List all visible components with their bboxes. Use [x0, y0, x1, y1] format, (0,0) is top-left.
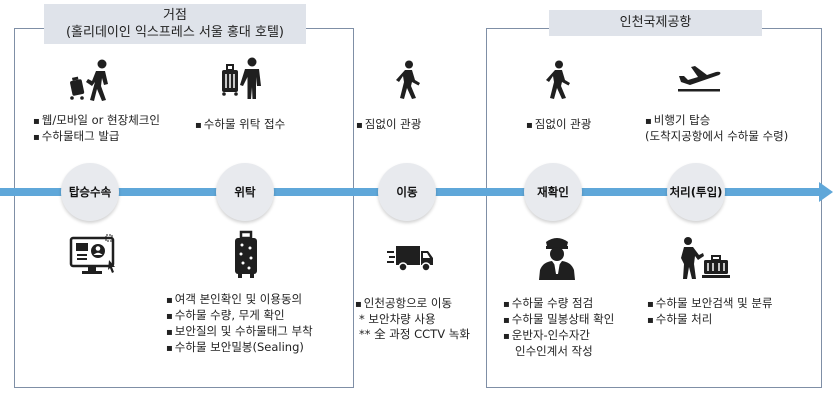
process-bottom-item-2: 수하물 처리 [647, 312, 773, 328]
recheck-top-item-1: 짐없이 관광 [526, 117, 592, 133]
recheck-bottom-item-1: 수하물 수량 점검 [503, 296, 614, 312]
web-checkin-computer-icon [69, 234, 115, 274]
stage-recheck: 재확인 [524, 163, 582, 221]
walking-person-icon [546, 60, 570, 99]
move-top-text: 짐없이 관광 [356, 117, 422, 133]
recheck-bottom-item-3: 운반자-인수자간 [503, 328, 614, 344]
consign-bottom-item-1: 여객 본인확인 및 이용동의 [166, 292, 313, 308]
recheck-bottom-item-4: 인수인계서 작성 [515, 344, 593, 358]
recheck-bottom-text: 수하물 수량 점검 수하물 밀봉상태 확인 운반자-인수자간 인수인계서 작성 [503, 296, 615, 359]
people-with-luggage-icon [222, 57, 261, 99]
stage-recheck-label: 재확인 [537, 185, 569, 199]
checkin-top-text: 웹/모바일 or 현장체크인 수하물태그 발급 [33, 113, 160, 145]
walking-person-icon [396, 60, 420, 99]
stage-move-label: 이동 [396, 185, 418, 199]
consign-bottom-item-2: 수하물 수량, 무게 확인 [166, 308, 313, 324]
move-bottom-item-1: 인천공항으로 이동 [355, 296, 470, 312]
recheck-top-text: 짐없이 관광 [526, 117, 592, 133]
checkin-top-item-1: 웹/모바일 or 현장체크인 [33, 113, 160, 129]
consign-top-text: 수하물 위탁 접수 [195, 117, 285, 133]
consign-bottom-text: 여객 본인확인 및 이용동의 수하물 수량, 무게 확인 보안질의 및 수하물태… [166, 292, 313, 356]
move-bottom-item-2: * 보안차량 사용 [359, 312, 436, 326]
consign-bottom-item-3: 보안질의 및 수하물태그 부착 [166, 324, 313, 340]
baggage-handling-icon [681, 237, 730, 279]
process-bottom-item-1: 수하물 보안검색 및 분류 [647, 296, 773, 312]
stage-consign-label: 위탁 [234, 185, 256, 199]
hotel-hub-title-line1: 거점 [163, 8, 187, 23]
move-top-item-1: 짐없이 관광 [356, 117, 422, 133]
process-bottom-text: 수하물 보안검색 및 분류 수하물 처리 [647, 296, 773, 328]
tagged-suitcase-icon [235, 230, 257, 278]
hotel-hub-title: 거점 (홀리데이인 익스프레스 서울 홍대 호텔) [44, 4, 306, 44]
move-bottom-item-3: ** 全 과정 CCTV 녹화 [359, 327, 470, 341]
stage-process: 처리(투입) [667, 163, 725, 221]
process-top-item-2: (도착지공항에서 수하물 수령) [645, 129, 789, 143]
consign-bottom-item-4: 수하물 보안밀봉(Sealing) [166, 340, 313, 356]
checkin-top-item-2: 수하물태그 발급 [33, 129, 160, 145]
move-bottom-text: 인천공항으로 이동 * 보안차량 사용 ** 全 과정 CCTV 녹화 [355, 296, 470, 342]
recheck-bottom-item-2: 수하물 밀봉상태 확인 [503, 312, 615, 328]
traveler-with-luggage-icon [70, 59, 108, 101]
process-flow-arrowhead [819, 182, 833, 202]
airport-title: 인천국제공항 [549, 10, 762, 36]
stage-checkin-label: 탑승수속 [68, 185, 112, 199]
stage-process-label: 처리(투입) [669, 185, 723, 199]
process-top-text: 비행기 탑승 (도착지공항에서 수하물 수령) [645, 113, 788, 144]
stage-move: 이동 [378, 163, 436, 221]
airport-title-text: 인천국제공항 [619, 15, 692, 30]
stage-checkin: 탑승수속 [61, 163, 119, 221]
consign-top-item-1: 수하물 위탁 접수 [195, 117, 285, 133]
security-officer-icon [539, 238, 575, 280]
hotel-hub-title-line2: (홀리데이인 익스프레스 서울 홍대 호텔) [65, 25, 285, 40]
airplane-departure-icon [678, 66, 721, 92]
process-top-item-1: 비행기 탑승 [645, 113, 788, 129]
delivery-truck-icon [387, 246, 433, 272]
stage-consign: 위탁 [216, 163, 274, 221]
